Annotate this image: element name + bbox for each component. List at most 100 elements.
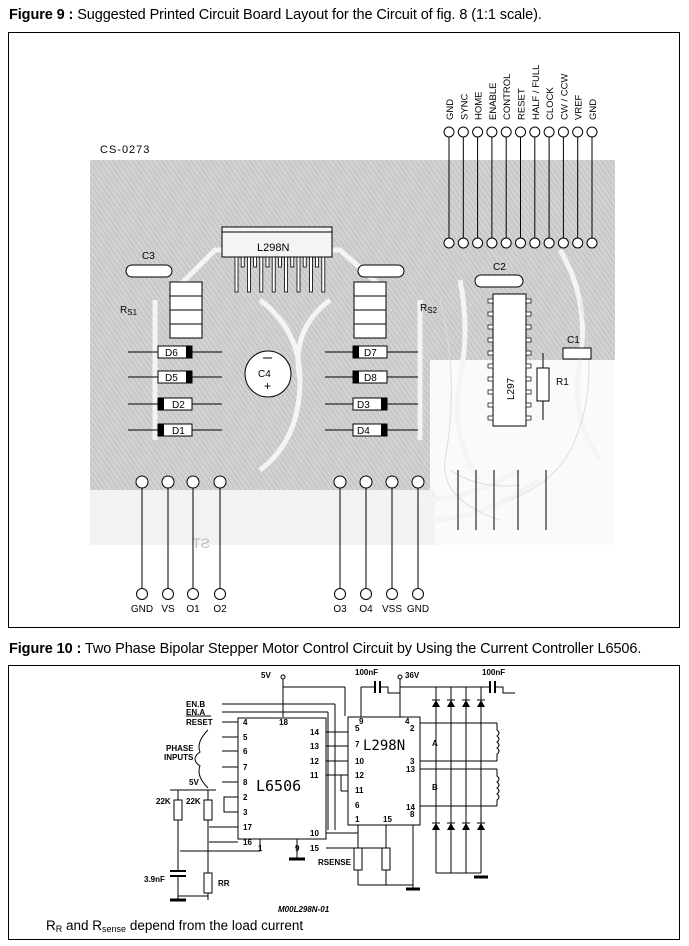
pin-number: 9 — [359, 717, 364, 726]
pin-number: 5 — [243, 733, 248, 742]
l297-ic: L297 — [487, 293, 532, 427]
pin-number: 17 — [243, 823, 252, 832]
pin-number: 14 — [310, 728, 319, 737]
board-pad — [213, 475, 227, 489]
cap-100nf-1: 100nF — [355, 668, 378, 677]
pin-number: 13 — [406, 765, 415, 774]
pin-number: 3 — [243, 808, 248, 817]
pin-number: 8 — [243, 778, 248, 787]
top-connector-label: VREF — [574, 94, 585, 120]
top-connector-label: CONTROL — [502, 74, 513, 120]
signal-en-b: EN.B — [186, 700, 205, 709]
c3-label: C3 — [142, 251, 155, 262]
board-pad — [486, 237, 498, 249]
bottom-connector-label: O2 — [213, 604, 227, 615]
figure10-frame — [8, 665, 680, 940]
pin-number: 6 — [243, 747, 248, 756]
top-connector-label: CLOCK — [545, 87, 556, 120]
connector-pad — [187, 588, 199, 600]
pin-number: 4 — [405, 717, 410, 726]
res-22k-2: 22K — [186, 797, 201, 806]
c2-capacitor — [474, 274, 524, 288]
diode-label: D1 — [172, 426, 185, 437]
connector-pad — [386, 588, 398, 600]
diode-symbol — [477, 823, 485, 830]
rs1-resistors — [169, 281, 203, 339]
pin-number: 1 — [258, 844, 263, 853]
connector-pad — [572, 126, 584, 138]
connector-pad — [486, 126, 498, 138]
phase-inputs-line1: PHASE — [166, 744, 194, 753]
connector-pad — [500, 126, 512, 138]
board-pad — [135, 475, 149, 489]
diode-symbol — [462, 700, 470, 707]
diode-label: D4 — [357, 426, 370, 437]
top-connector-label: GND — [588, 99, 599, 120]
bottom-connector-label: GND — [407, 604, 429, 615]
res-22k-1: 22K — [156, 797, 171, 806]
pin-number: 4 — [243, 718, 248, 727]
bottom-connector-label: GND — [131, 604, 153, 615]
l297-label: L297 — [506, 377, 517, 400]
bottom-connector-label: VS — [161, 604, 175, 615]
connector-pad — [557, 126, 569, 138]
board-pad — [557, 237, 569, 249]
figure9-frame — [8, 32, 680, 628]
diode-symbol — [477, 700, 485, 707]
diode-label: D7 — [364, 348, 377, 359]
board-pad — [186, 475, 200, 489]
board-pad — [472, 237, 484, 249]
pin-number: 15 — [310, 844, 319, 853]
diode-label: D2 — [172, 400, 185, 411]
connector-pad — [443, 126, 455, 138]
connector-pad — [457, 126, 469, 138]
top-connector-label: GND — [445, 99, 456, 120]
signal-en-a: EN.A — [186, 708, 205, 717]
pin-number: 12 — [355, 771, 364, 780]
board-pad — [443, 237, 455, 249]
drawing-code: M00L298N-01 — [278, 905, 330, 914]
pin-number: 10 — [310, 829, 319, 838]
rs2-label: RS2 — [420, 303, 438, 315]
rs2-resistors — [353, 281, 387, 339]
pin-number: 7 — [355, 740, 360, 749]
connector-pad — [543, 126, 555, 138]
pin-number: 14 — [406, 803, 415, 812]
supply-5v-top: 5V — [261, 671, 271, 680]
r1-label: R1 — [556, 377, 569, 388]
board-pad — [500, 237, 512, 249]
pin-number: 13 — [310, 742, 319, 751]
coil-b-label: B — [432, 783, 438, 792]
rsense-label: RSENSE — [318, 858, 352, 867]
pin-number: 16 — [243, 838, 252, 847]
schematic: 5V 36V 100nF 100nF EN.B EN.A RESET PHASE… — [144, 668, 515, 914]
connector-pad — [334, 588, 346, 600]
figure9-label: Figure 9 : — [9, 7, 74, 23]
diode-symbol — [447, 823, 455, 830]
c4-capacitor: C4 + — [244, 350, 292, 398]
cap-100nf-2: 100nF — [482, 668, 505, 677]
top-connector-label: SYNC — [459, 93, 470, 120]
figure10-title: Figure 10 : Two Phase Bipolar Stepper Mo… — [9, 641, 641, 657]
top-connector-label: CW / CCW — [559, 74, 570, 120]
pin-number: 5 — [355, 724, 360, 733]
board-pad — [543, 237, 555, 249]
supply-36v: 36V — [405, 671, 420, 680]
c-right-capacitor — [357, 264, 405, 278]
connector-pad — [586, 126, 598, 138]
board-pad — [515, 237, 526, 249]
c3-capacitor — [125, 264, 173, 278]
r1-resistor — [536, 367, 550, 402]
pin-number: 2 — [410, 724, 415, 733]
board-pad — [457, 237, 469, 249]
board-pad — [586, 237, 598, 249]
pin-number: 11 — [355, 786, 364, 795]
phase-inputs-line2: INPUTS — [164, 753, 194, 762]
bottom-connector-label: O4 — [359, 604, 373, 615]
connector-pad — [412, 588, 424, 600]
res-rr: RR — [218, 879, 230, 888]
